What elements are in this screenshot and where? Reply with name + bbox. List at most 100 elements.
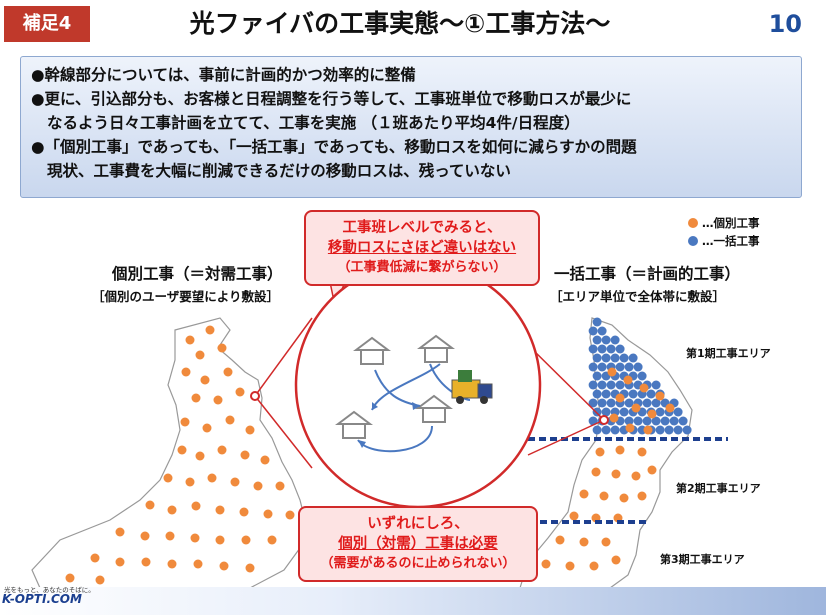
left-dot-group [65, 325, 295, 585]
house-icon [353, 336, 391, 365]
individual-dot [225, 415, 235, 425]
bulk-dot [610, 335, 620, 345]
right-panel-subtitle: ［エリア単位で全体帯に敷設］ [550, 289, 726, 304]
bulk-dot [606, 344, 616, 354]
individual-dot [555, 535, 565, 545]
individual-dot [213, 395, 223, 405]
individual-dot [275, 481, 285, 491]
individual-dot [623, 375, 633, 385]
callout-bottom-line3: （需要があるのに止められない） [320, 556, 516, 571]
bulk-dot [597, 344, 607, 354]
bulk-dot [588, 344, 598, 354]
callout-top-line2: 移動ロスにさほど違いはない [327, 240, 517, 256]
individual-dot [565, 561, 575, 571]
page-title: 光ファイバの工事実態～①工事方法～ [189, 9, 611, 38]
individual-dot [141, 557, 151, 567]
individual-dot [601, 537, 611, 547]
legend: …個別工事 …一括工事 [688, 214, 760, 250]
bulk-dot [588, 398, 598, 408]
logo-tagline: 光をもっと、あなたのそばに。 [4, 586, 95, 594]
individual-dot [639, 383, 649, 393]
individual-dot [619, 493, 629, 503]
individual-dot [631, 471, 641, 481]
individual-dot [615, 445, 625, 455]
legend-item-bulk: …一括工事 [688, 232, 760, 250]
bulk-dot [606, 398, 616, 408]
individual-dot [267, 535, 277, 545]
individual-dot [202, 423, 212, 433]
individual-dot [205, 325, 215, 335]
right-individual-dot-group [541, 367, 675, 571]
individual-dot [217, 445, 227, 455]
area-label-3: 第3期工事エリア [660, 553, 745, 566]
bulk-dot [624, 416, 634, 426]
house-icon [335, 410, 373, 439]
bulk-dot [651, 398, 661, 408]
individual-dot [191, 393, 201, 403]
bulk-dot [673, 425, 683, 435]
legend-bulk-dot [688, 236, 698, 246]
individual-dot [579, 489, 589, 499]
individual-dot [285, 510, 295, 520]
company-logo: K-OPTI.COM [2, 592, 82, 606]
construction-truck-icon [451, 370, 493, 404]
zoom-point-right [599, 415, 609, 425]
individual-dot [647, 465, 657, 475]
callout-top: 工事班レベルでみると、 移動ロスにさほど違いはない （工事費低減に繋がらない） [304, 210, 540, 286]
individual-dot [599, 491, 609, 501]
individual-dot [145, 500, 155, 510]
bulk-dot [682, 425, 692, 435]
bulk-dot [624, 398, 634, 408]
bulk-dot [655, 425, 665, 435]
individual-dot [223, 367, 233, 377]
bulk-dot [624, 362, 634, 372]
individual-dot [195, 350, 205, 360]
bulk-dot [619, 407, 629, 417]
individual-dot [260, 455, 270, 465]
individual-dot [637, 491, 647, 501]
bulk-dot [633, 416, 643, 426]
individual-dot [241, 535, 251, 545]
individual-dot [140, 531, 150, 541]
bulk-dot [610, 353, 620, 363]
legend-individual-dot [688, 218, 698, 228]
individual-dot [180, 417, 190, 427]
individual-dot [163, 473, 173, 483]
individual-dot [239, 507, 249, 517]
bulk-dot [651, 380, 661, 390]
bulk-dot [651, 416, 661, 426]
right-panel-title: 一括工事（＝計画的工事） [554, 265, 741, 283]
individual-dot [185, 335, 195, 345]
individual-dot [643, 425, 653, 435]
arrowhead [412, 402, 420, 410]
individual-dot [230, 477, 240, 487]
individual-dot [665, 403, 675, 413]
individual-dot [615, 393, 625, 403]
summary-line: ●更に、引込部分も、お客様と日程調整を行う等して、工事班単位で移動ロスが最少に [31, 90, 632, 108]
bulk-dot [655, 407, 665, 417]
individual-dot [569, 511, 579, 521]
individual-dot [217, 343, 227, 353]
individual-dot [177, 445, 187, 455]
individual-dot [611, 555, 621, 565]
individual-dot [235, 387, 245, 397]
individual-dot [607, 367, 617, 377]
individual-dot [245, 425, 255, 435]
callout-top-line3: （工事費低減に繋がらない） [337, 260, 507, 275]
callout-bottom-line1: いずれにしろ、 [367, 516, 469, 532]
bulk-dot [601, 389, 611, 399]
zoom-line [527, 419, 605, 456]
bulk-dot [601, 407, 611, 417]
individual-dot [595, 447, 605, 457]
individual-dot [215, 505, 225, 515]
individual-dot [253, 481, 263, 491]
individual-dot [115, 527, 125, 537]
individual-dot [115, 557, 125, 567]
legend-bulk-label: …一括工事 [702, 234, 760, 248]
summary-line: 現状、工事費を大幅に削減できるだけの移動ロスは、残っていない [47, 162, 511, 180]
bulk-dot [597, 380, 607, 390]
individual-dot [167, 505, 177, 515]
individual-dot [647, 409, 657, 419]
zoom-circle [294, 261, 542, 509]
bulk-dot [646, 389, 656, 399]
